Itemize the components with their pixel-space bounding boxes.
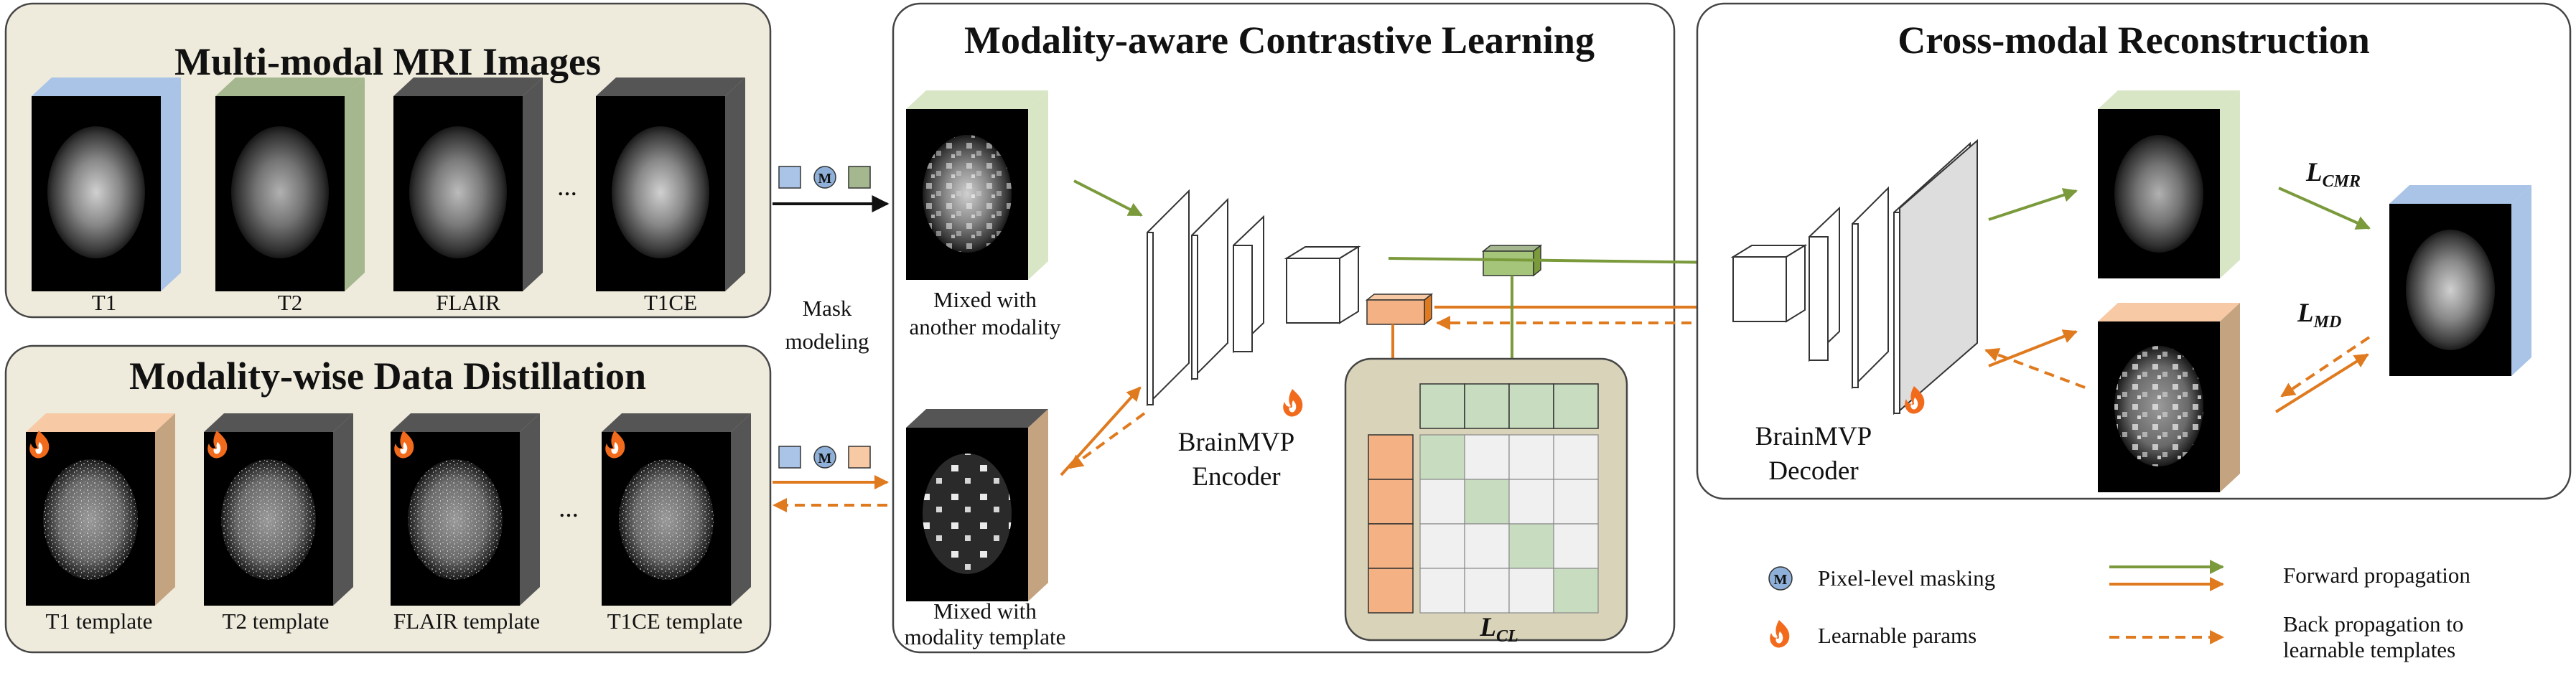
mask-symbol-icon-bottom [813,446,836,469]
multimodal-ellipsis: ... [557,172,577,202]
arrow-md [2274,353,2369,413]
mask-symbol-top: M [818,171,832,187]
arrow-template-back-decoder [1984,347,2086,389]
contrastive-title: Modality-aware Contrastive Learning [964,19,1595,62]
t1ce-template-cube [602,413,751,606]
legend-masking: Pixel-level masking [1818,565,1995,591]
t2-cube [215,78,365,291]
mask-glyph-top: M [778,166,871,189]
t1-template-cube [26,413,175,606]
arrow-green-to-decoder [1388,255,1726,270]
encoder-line1: BrainMVP [1178,428,1294,457]
legend-forward: Forward propagation [2283,563,2470,588]
distillation-panel [4,344,772,654]
t2-label: T2 [278,290,302,315]
arrow-decoder-to-template [1988,329,2078,367]
reconstruction-title: Cross-modal Reconstruction [1898,19,2369,62]
t2-template-label: T2 template [223,609,330,634]
mask-modeling-line2: modeling [785,329,869,354]
orange-embedding [1365,293,1434,326]
loss-cmr: LCMR [2305,158,2361,191]
legend-flame-icon [1770,620,1790,648]
multimodal-panel [4,2,772,319]
flair-template-cube [391,413,540,606]
arrow-modality-to-encoder [1073,179,1143,217]
t1ce-cube [596,78,745,291]
t1ce-label: T1CE [644,290,697,315]
mask-symbol-bottom: M [818,451,832,466]
mixed-modality-line1: Mixed with [933,287,1037,312]
mask-glyph-bottom: M [778,446,871,469]
distillation-ellipsis: ... [559,494,579,523]
flair-cube [393,78,543,291]
t1-template-label: T1 template [46,609,153,634]
loss-cl: LCL [1479,613,1518,646]
t1ce-template-label: T1CE template [607,609,743,634]
t1-cube [32,78,181,291]
decoder-line1: BrainMVP [1755,422,1872,451]
mask-symbol-icon [813,166,836,189]
t2-template-cube [204,413,353,606]
mixed-template-line1: Mixed with [933,598,1037,624]
multimodal-title: Multi-modal MRI Images [174,40,601,83]
flair-label: FLAIR [436,290,500,315]
legend-back-line2: learnable templates [2283,637,2455,662]
arrow-decoder-to-reconstruction [1988,188,2078,221]
mixed-template-image [906,409,1048,601]
encoder-line2: Encoder [1192,462,1280,492]
reconstructed-template-image [2098,303,2240,492]
mixed-template-line2: modality template [905,624,1066,649]
distillation-title: Modality-wise Data Distillation [129,354,646,398]
loss-md: LMD [2297,299,2341,332]
legend-mask-icon [1768,566,1793,591]
arrow-md-back [2280,336,2371,398]
flair-template-label: FLAIR template [393,609,540,634]
reconstructed-modality-image [2098,90,2240,278]
legend: M Pixel-level masking Learnable params F… [1768,560,2470,662]
target-t1-image [2389,185,2531,376]
contrastive-matrix [1368,383,1599,614]
t1-label: T1 [92,290,116,315]
brainmvp-decoder [1730,138,1978,415]
arrow-cmr [2278,187,2371,230]
mixed-modality-line2: another modality [910,314,1061,339]
legend-mask-symbol: M [1774,572,1788,588]
decoder-line2: Decoder [1768,456,1858,486]
legend-back-line1: Back propagation to [2283,611,2463,637]
legend-learnable: Learnable params [1818,623,1977,648]
mask-modeling-line1: Mask [803,296,852,321]
mixed-modality-image [906,90,1048,280]
green-embedding [1481,244,1543,277]
brainmvp-encoder [1147,189,1361,407]
